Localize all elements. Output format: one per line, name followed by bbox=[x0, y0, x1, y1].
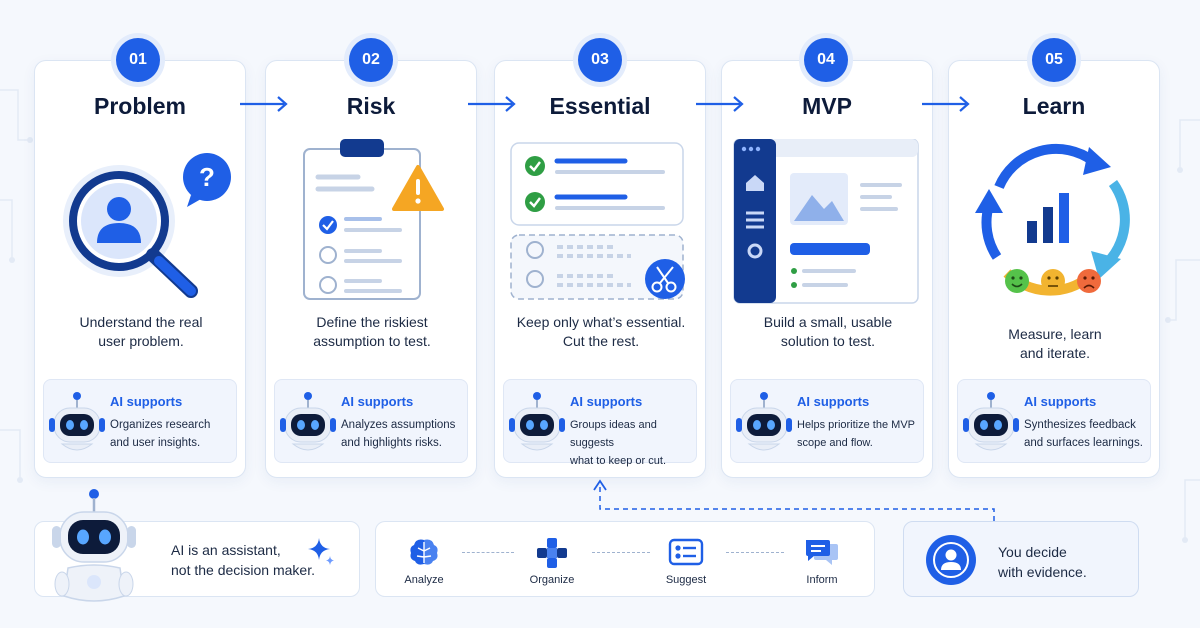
step-description: Understand the real user problem. bbox=[79, 314, 203, 349]
tool-suggest: Suggest bbox=[646, 536, 726, 586]
step-description: Build a small, usable solution to test. bbox=[763, 314, 893, 349]
arrow-right-icon bbox=[696, 96, 744, 112]
ai-tools-bar: Analyze Organize Suggest Inform bbox=[375, 521, 875, 597]
ai-support-text: Helps prioritize the MVP scope and flow. bbox=[797, 419, 915, 449]
assistant-text: AI is an assistant, not the decision mak… bbox=[171, 542, 315, 578]
arrow-right-icon bbox=[922, 96, 970, 112]
step-badge-04: 04 bbox=[804, 38, 848, 82]
robot-icon bbox=[52, 489, 136, 602]
ai-support-text: Groups ideas and suggests what to keep o… bbox=[570, 419, 666, 467]
ai-support-text: Organizes research and user insights. bbox=[110, 419, 211, 449]
tool-connector bbox=[726, 552, 784, 553]
clipboard-warning-icon bbox=[303, 139, 444, 300]
ai-supports-label: AI supports bbox=[1024, 394, 1097, 409]
robot-icon bbox=[280, 392, 336, 451]
step-title: Problem bbox=[93, 93, 187, 119]
tool-label: Inform bbox=[806, 574, 838, 586]
user-avatar-icon bbox=[926, 535, 976, 585]
ai-supports-label: AI supports bbox=[110, 394, 183, 409]
step-description: Measure, learn and iterate. bbox=[1008, 326, 1102, 361]
magnifier-user-icon: ? bbox=[63, 153, 231, 298]
tool-label: Suggest bbox=[665, 574, 707, 586]
organize-icon bbox=[537, 538, 567, 568]
tool-label: Organize bbox=[529, 574, 575, 586]
step-badge-05: 05 bbox=[1032, 38, 1076, 82]
ai-support-box: AI supports Synthesizes feedback and sur… bbox=[957, 379, 1151, 463]
step-card-problem: Problem ? Understand the real user probl… bbox=[34, 60, 246, 478]
app-window-icon bbox=[733, 139, 919, 304]
ai-support-text: Synthesizes feedback and surfaces learni… bbox=[1024, 419, 1143, 449]
tool-analyze: Analyze bbox=[384, 536, 464, 586]
ai-supports-label: AI supports bbox=[570, 394, 643, 409]
ai-support-box: AI supports Organizes research and user … bbox=[43, 379, 237, 463]
svg-text:?: ? bbox=[199, 162, 215, 192]
step-description: Define the riskiest assumption to test. bbox=[313, 314, 431, 349]
step-badge-02: 02 bbox=[349, 38, 393, 82]
arrow-right-icon bbox=[468, 96, 516, 112]
list-icon bbox=[668, 538, 704, 566]
step-card-learn: Learn Measure, learn and iterate. AI s bbox=[948, 60, 1160, 478]
step-card-mvp: MVP Build a small, usable solution to te… bbox=[721, 60, 933, 478]
tool-organize: Organize bbox=[512, 536, 592, 586]
step-title: Learn bbox=[1022, 93, 1086, 119]
step-description: Keep only what’s essential. Cut the rest… bbox=[516, 314, 686, 349]
tool-connector bbox=[462, 552, 514, 553]
step-card-essential: Essential Keep only what’s essential. Cu… bbox=[494, 60, 706, 478]
step-title: Risk bbox=[346, 93, 396, 119]
step-badge-01: 01 bbox=[116, 38, 160, 82]
step-title: MVP bbox=[802, 93, 852, 119]
ai-supports-label: AI supports bbox=[797, 394, 870, 409]
robot-icon bbox=[509, 392, 565, 451]
ai-support-box: AI supports Helps prioritize the MVP sco… bbox=[730, 379, 924, 463]
checklist-scissors-icon bbox=[510, 142, 685, 300]
ai-support-text: Analyzes assumptions and highlights risk… bbox=[341, 419, 456, 449]
ai-support-box: AI supports Groups ideas and suggests wh… bbox=[503, 379, 697, 467]
step-title: Essential bbox=[549, 93, 651, 119]
tool-label: Analyze bbox=[404, 574, 444, 586]
tool-inform: Inform bbox=[782, 536, 862, 586]
robot-icon bbox=[736, 392, 792, 451]
iteration-cycle-icon bbox=[975, 143, 1130, 296]
decision-text: You decide with evidence. bbox=[998, 544, 1087, 580]
decision-box: You decide with evidence. bbox=[903, 521, 1139, 597]
brain-icon bbox=[410, 539, 438, 565]
ai-support-box: AI supports Analyzes assumptions and hig… bbox=[274, 379, 468, 463]
sparkle-icon bbox=[308, 538, 334, 565]
robot-icon bbox=[49, 392, 105, 451]
ai-supports-label: AI supports bbox=[341, 394, 414, 409]
robot-icon bbox=[963, 392, 1019, 451]
chat-icon bbox=[806, 540, 838, 565]
tool-connector bbox=[592, 552, 650, 553]
step-card-risk: Risk Define the riskiest assumption to t… bbox=[265, 60, 477, 478]
step-badge-03: 03 bbox=[578, 38, 622, 82]
arrow-right-icon bbox=[240, 96, 288, 112]
